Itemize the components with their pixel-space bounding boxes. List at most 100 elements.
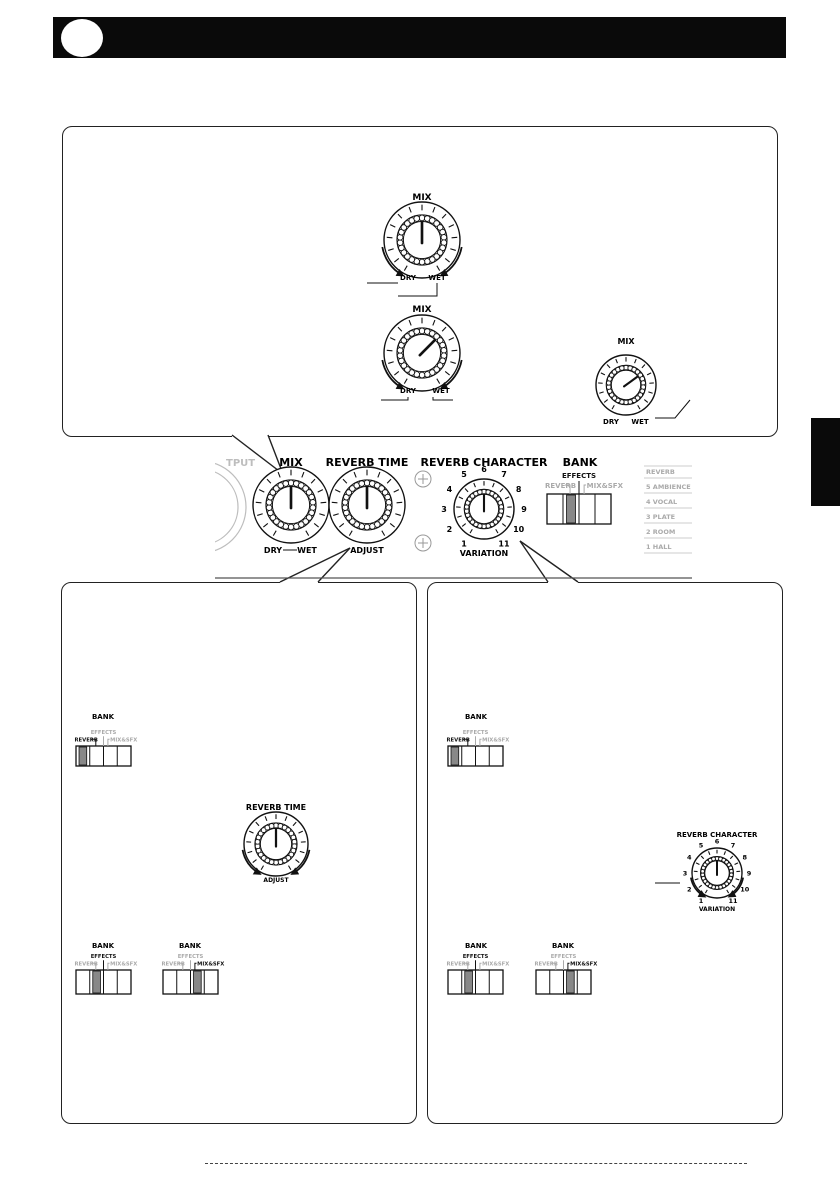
scale-number: 1: [461, 539, 467, 548]
bank-list-item: 5 AMBIENCE: [646, 483, 691, 491]
panel-dry-label: DRY: [264, 546, 282, 555]
scale-number: 7: [501, 470, 507, 479]
mix2-dry-label: DRY: [400, 387, 417, 395]
mix-explanation-box: [62, 126, 778, 437]
scale-number: 3: [683, 869, 688, 877]
mix3-wet-leader: [655, 399, 691, 419]
bank-option-reverb: REVERB: [447, 962, 470, 968]
right-bank-switch-reverb: REVERB EFFECTS MIX&SFX: [447, 730, 509, 767]
scale-number: 7: [731, 842, 736, 850]
bank-option-mix_sfx: MIX&SFX: [482, 738, 509, 744]
bank-option-effects: EFFECTS: [463, 730, 489, 736]
bank-option-reverb: REVERB: [447, 738, 470, 744]
section-header-bar: [53, 17, 786, 58]
mix1-dry-label: DRY: [400, 274, 417, 282]
scale-number: 5: [461, 470, 467, 479]
mix2-wet-label: WET: [432, 387, 450, 395]
left-reverb-time-knob: [241, 811, 311, 877]
panel-reverb-character-knob[interactable]: [453, 478, 515, 540]
scale-number: 9: [747, 869, 752, 877]
mix2-dry-leader: [381, 397, 409, 401]
bank-option-reverb: REVERB: [75, 962, 98, 968]
mix1-wet-leader: [398, 283, 438, 297]
bank-option-effects: EFFECTS: [91, 730, 117, 736]
panel-mix-knob[interactable]: [252, 466, 330, 544]
scale-number: 8: [516, 485, 522, 494]
bank-option-reverb: REVERB: [162, 962, 185, 968]
reverb-time-explanation-box: [61, 582, 417, 1124]
bank-option-reverb: REVERB: [535, 962, 558, 968]
callout-pointer-right: [519, 540, 579, 584]
mix1-label: MIX: [412, 193, 431, 203]
bank-list-item: 2 ROOM: [646, 528, 675, 536]
bank-list-item: REVERB: [646, 468, 675, 476]
right-reverb-character-label: REVERB CHARACTER: [677, 831, 758, 839]
scale-number: 11: [728, 897, 738, 905]
mix-knob-center: [381, 201, 463, 279]
scale-number: 5: [699, 842, 704, 850]
scale-number: 11: [498, 539, 510, 548]
panel-reverb-character-label: REVERB CHARACTER: [420, 456, 548, 469]
bank-option-mix_sfx: MIX&SFX: [197, 962, 224, 968]
scale-number: 3: [441, 505, 447, 514]
bank-option-mix_sfx: MIX&SFX: [110, 738, 137, 744]
panel-reverb-time-knob[interactable]: [328, 466, 406, 544]
panel-screw-top: [414, 470, 432, 488]
bank-option-effects: EFFECTS: [463, 954, 489, 960]
left-bank2-label: BANK: [92, 942, 115, 950]
bank-option-reverb: REVERB: [75, 738, 98, 744]
left-bank-switch-reverb: REVERB EFFECTS MIX&SFX: [75, 730, 137, 767]
bank-option-effects: EFFECTS: [551, 954, 577, 960]
mix3-label: MIX: [617, 337, 635, 346]
left-bank3-label: BANK: [179, 942, 202, 950]
panel-screw-bottom: [414, 534, 432, 552]
right-bank3-label: BANK: [552, 942, 575, 950]
panel-bank-label: BANK: [563, 456, 598, 469]
mix-knob-right: [595, 354, 657, 416]
bank-list-item: 3 PLATE: [646, 513, 675, 521]
mix3-wet-label: WET: [631, 418, 649, 426]
chapter-tab: [811, 418, 840, 506]
bank-list-item: 1 HALL: [646, 543, 672, 551]
scale-number: 10: [513, 525, 525, 534]
panel-reverb-time-label: REVERB TIME: [326, 456, 409, 469]
panel-adjust-label: ADJUST: [350, 546, 384, 555]
left-reverb-time-label: REVERB TIME: [246, 803, 306, 812]
panel-wet-label: WET: [297, 546, 317, 555]
bank-option-mix_sfx: MIX&SFX: [482, 962, 509, 968]
right-bank-switch-effects: REVERB EFFECTS MIX&SFX: [447, 954, 509, 995]
left-bank1-label: BANK: [92, 713, 115, 721]
callout-pointer-left: [279, 547, 351, 584]
scale-number: 2: [687, 885, 692, 893]
right-bank2-label: BANK: [465, 942, 488, 950]
panel-mix-label: MIX: [279, 456, 303, 469]
bank-option-reverb: REVERB: [545, 482, 576, 490]
reverb-character-explanation-box: [427, 582, 783, 1124]
scale-number: 6: [715, 837, 720, 845]
bank-option-mix_sfx: MIX&SFX: [110, 962, 137, 968]
bank-option-effects: EFFECTS: [91, 954, 117, 960]
scale-number: 2: [447, 525, 453, 534]
bank-option-mix_sfx: MIX&SFX: [570, 962, 597, 968]
scale-number: 10: [740, 885, 750, 893]
left-adjust-label: ADJUST: [263, 877, 289, 884]
scale-number: 9: [521, 505, 527, 514]
mix2-label: MIX: [412, 305, 431, 315]
left-bank-switch-effects: REVERB EFFECTS MIX&SFX: [75, 954, 137, 995]
right-bank1-label: BANK: [465, 713, 488, 721]
callout-pointer-top: [231, 433, 284, 475]
scale-number: 1: [699, 897, 704, 905]
mix2-wet-leader: [432, 397, 453, 401]
mix1-wet-label: WET: [428, 274, 446, 282]
scale-number: 8: [742, 853, 747, 861]
right-reverb-character-knob: [690, 847, 744, 899]
right-bank-switch-mixsfx: REVERB EFFECTS MIX&SFX: [535, 954, 597, 995]
mix3-dry-label: DRY: [603, 418, 620, 426]
section-number-circle: [61, 19, 103, 57]
right-variation-label: VARIATION: [699, 906, 735, 913]
